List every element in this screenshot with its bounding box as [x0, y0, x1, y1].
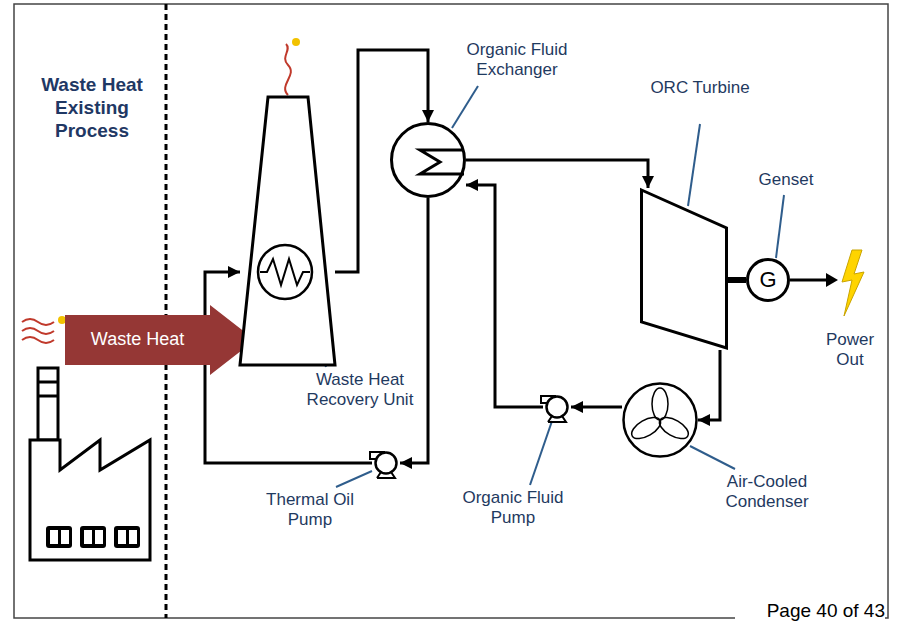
coil-circle [258, 245, 312, 299]
callout-label: Organic Fluid Pump [458, 488, 568, 529]
generator: GensetG [746, 258, 790, 302]
condenser: Air-Cooled Condenser [622, 382, 698, 458]
exchanger-circle [392, 124, 465, 197]
callout-label: Organic Fluid Exchanger [462, 40, 572, 81]
boundary-line [165, 4, 168, 618]
arrow-shape [65, 305, 255, 375]
flow-line [728, 277, 746, 283]
flow-line [571, 406, 622, 409]
shape-outline [372, 449, 400, 477]
heat-exchanger: Organic Fluid Exchanger [390, 122, 466, 198]
shape-text: Waste Heat [65, 315, 210, 365]
shape-outline [543, 393, 571, 421]
shape-outline [390, 122, 466, 198]
page-number: Page 40 of 43 [735, 600, 885, 623]
stack-outline [240, 97, 335, 365]
power-output [790, 250, 864, 316]
pump: Thermal Oil Pump [372, 449, 400, 477]
flow-line [466, 185, 543, 407]
frame [14, 4, 888, 618]
recovery-unit: Waste Heat Recovery Unit [240, 97, 335, 365]
fan-blade [652, 388, 668, 420]
callout-label: Thermal Oil Pump [260, 490, 360, 531]
callout-label: ORC Turbine [650, 78, 750, 98]
fan-blade [628, 413, 664, 443]
fan-circle [624, 384, 697, 457]
flow-line [698, 350, 720, 420]
hairpin [420, 150, 464, 174]
shape-outline [240, 97, 335, 365]
coil [260, 259, 310, 285]
turbine-shape [642, 190, 727, 348]
turbine: ORC Turbine [640, 188, 728, 350]
leader-lines [302, 86, 784, 487]
output-label: Power Out [815, 330, 885, 371]
pump-casing [547, 397, 568, 418]
heat-arrow: Waste Heat [65, 305, 255, 375]
region-label: Waste Heat Existing Process [22, 74, 162, 142]
callout-label: Air-Cooled Condenser [712, 472, 822, 513]
shape-outline [640, 188, 728, 350]
fan-blade [656, 413, 692, 443]
callout-label: Waste Heat Recovery Unit [300, 370, 420, 411]
pump: Organic Fluid Pump [543, 393, 571, 421]
shape-outline [622, 382, 698, 458]
pump-casing [376, 453, 397, 474]
callout-label: Genset [748, 170, 824, 190]
shape-text: G [746, 258, 790, 302]
flow-line [400, 198, 428, 463]
exhaust-plume [285, 38, 300, 95]
